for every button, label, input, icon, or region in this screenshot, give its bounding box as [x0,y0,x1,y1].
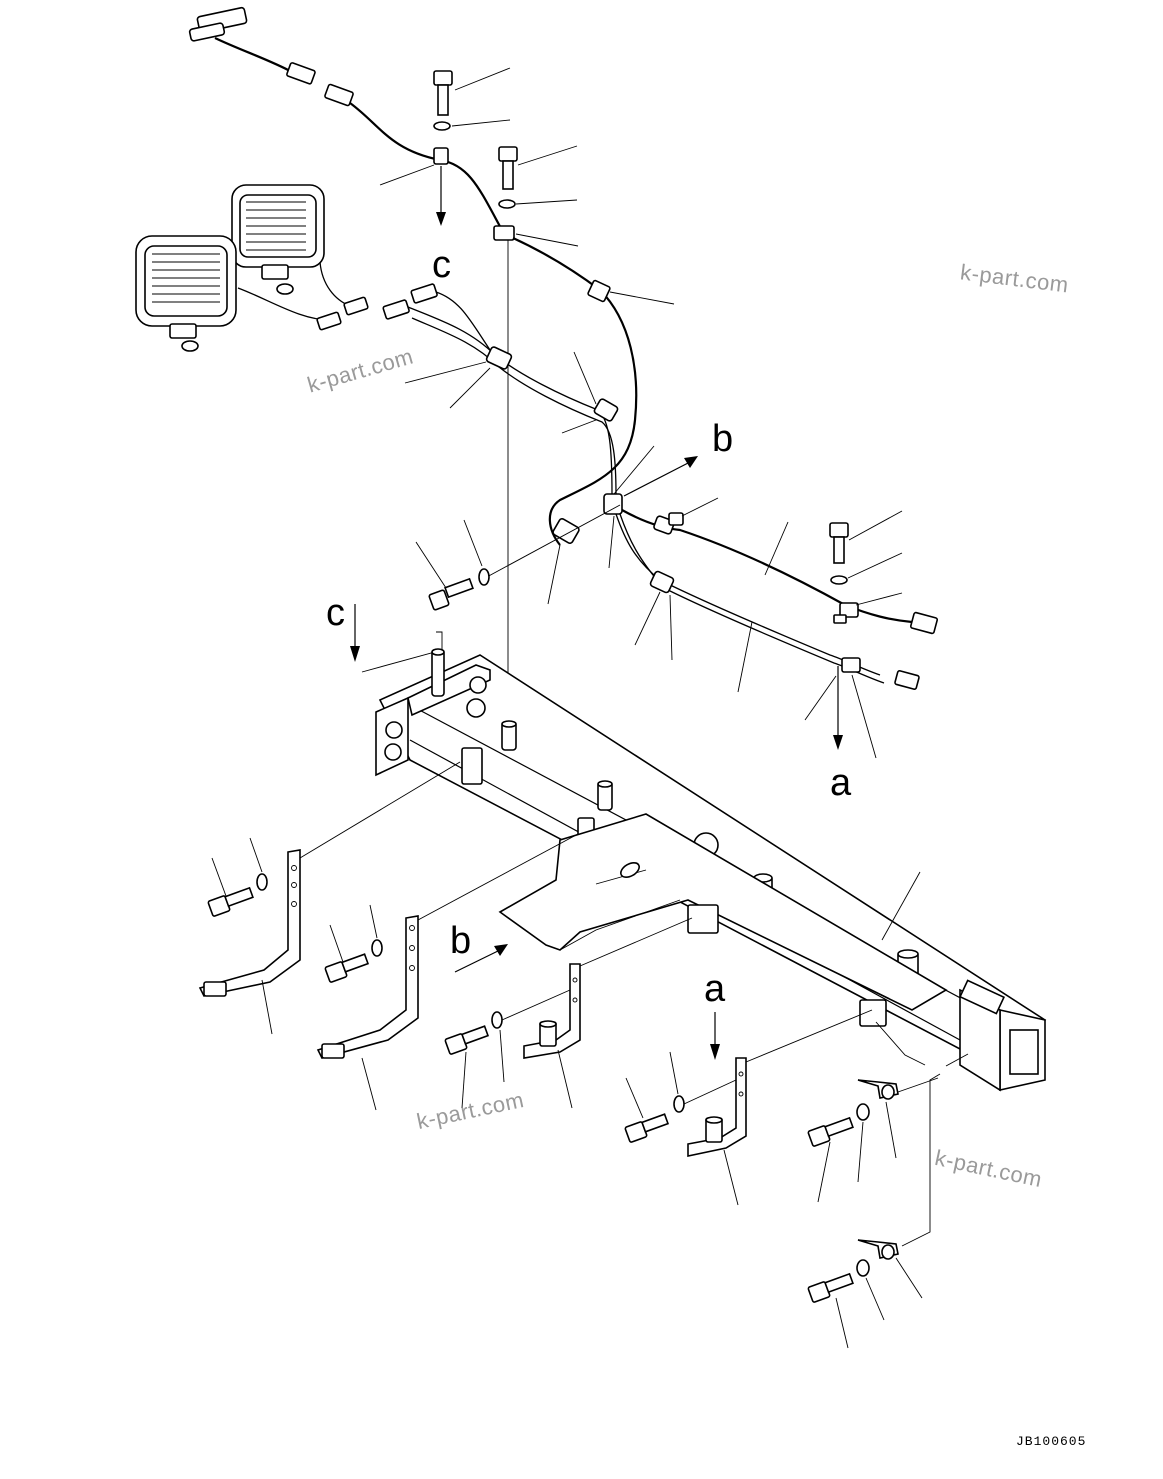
view-ref-c-frame: c [326,592,345,634]
bolt-lower-2 [324,904,383,983]
lamp-harness-b [411,317,617,496]
bracket-left-2 [316,915,419,1111]
bolt-upper-2 [498,145,578,209]
bolt-lower-6 [807,1239,923,1349]
clamp-c [379,147,449,226]
bolt-mid-left [415,519,490,611]
junction-clamp [603,493,623,515]
connector-top-left [188,6,354,107]
view-ref-c-top: c [432,244,451,286]
frame-cross-member [350,604,1047,1092]
clamp-top [493,225,515,241]
lamp-harness-c [435,291,491,351]
bolt-lower-4 [624,1051,737,1143]
view-ref-a-right: a [830,762,852,804]
work-lamp-rear [231,184,325,295]
view-ref-a-bottom: a [704,968,726,1010]
bracket-left-1 [198,849,301,1035]
work-lamp-front [135,235,237,352]
connector-right-lower [894,670,920,690]
lamp-harness-a [407,306,613,496]
bolt-lower-5 [807,1073,941,1247]
bracket-mid [523,963,581,1109]
bolt-lower-1 [207,837,268,917]
view-ref-b-top: b [712,418,734,460]
view-ref-b-left: b [450,920,472,962]
bolt-lower-3 [444,989,571,1109]
wire-middle [512,237,638,546]
bolt-upper-right [829,510,903,606]
drawing-code: JB100605 [1016,1434,1087,1449]
bracket-right [687,1057,747,1206]
lamp-cord-2 [319,261,351,307]
connector-right-upper [909,611,939,635]
bolt-upper-1 [433,67,511,131]
